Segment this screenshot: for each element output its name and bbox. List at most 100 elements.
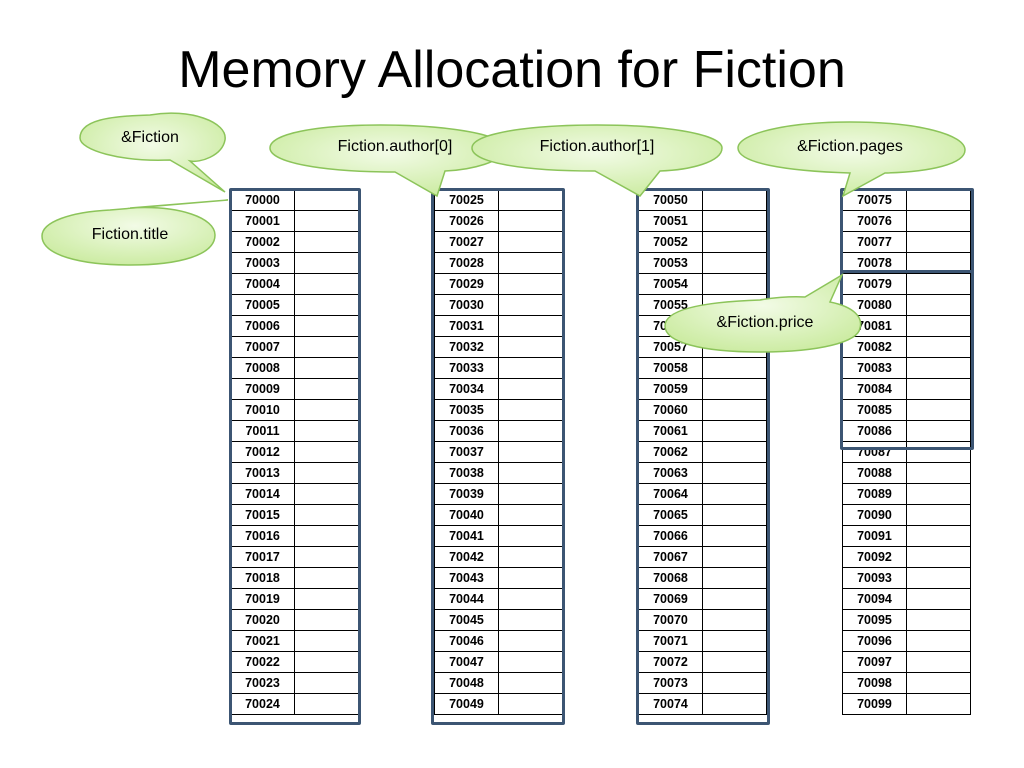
memory-row: 70008 bbox=[230, 357, 359, 379]
memory-row: 70029 bbox=[434, 273, 563, 295]
memory-address: 70044 bbox=[434, 588, 499, 610]
memory-row: 70061 bbox=[638, 420, 767, 442]
memory-row: 70026 bbox=[434, 210, 563, 232]
memory-address: 70028 bbox=[434, 252, 499, 274]
memory-address: 70030 bbox=[434, 294, 499, 316]
memory-row: 70048 bbox=[434, 672, 563, 694]
memory-address: 70077 bbox=[842, 231, 907, 253]
memory-address: 70027 bbox=[434, 231, 499, 253]
memory-row: 70001 bbox=[230, 210, 359, 232]
memory-address: 70038 bbox=[434, 462, 499, 484]
memory-row: 70053 bbox=[638, 252, 767, 274]
memory-row: 70095 bbox=[842, 609, 971, 631]
memory-address: 70091 bbox=[842, 525, 907, 547]
memory-row: 70043 bbox=[434, 567, 563, 589]
callout-pages bbox=[737, 121, 966, 198]
callout-fiction bbox=[79, 112, 226, 193]
memory-address: 70084 bbox=[842, 378, 907, 400]
memory-address: 70002 bbox=[230, 231, 295, 253]
memory-row: 70088 bbox=[842, 462, 971, 484]
memory-row: 70028 bbox=[434, 252, 563, 274]
memory-address: 70074 bbox=[638, 693, 703, 715]
memory-address: 70031 bbox=[434, 315, 499, 337]
memory-row: 70052 bbox=[638, 231, 767, 253]
memory-address: 70012 bbox=[230, 441, 295, 463]
memory-row: 70049 bbox=[434, 693, 563, 715]
memory-address: 70010 bbox=[230, 399, 295, 421]
memory-row: 70099 bbox=[842, 693, 971, 715]
memory-row: 70039 bbox=[434, 483, 563, 505]
memory-row: 70071 bbox=[638, 630, 767, 652]
memory-row: 70077 bbox=[842, 231, 971, 253]
memory-row: 70082 bbox=[842, 336, 971, 358]
memory-address: 70064 bbox=[638, 483, 703, 505]
callout-author1 bbox=[471, 124, 723, 197]
memory-address: 70060 bbox=[638, 399, 703, 421]
memory-row: 70006 bbox=[230, 315, 359, 337]
memory-value-cell bbox=[906, 693, 971, 715]
memory-address: 70088 bbox=[842, 462, 907, 484]
memory-row: 70000 bbox=[230, 189, 359, 211]
memory-row: 70011 bbox=[230, 420, 359, 442]
memory-address: 70061 bbox=[638, 420, 703, 442]
memory-row: 70045 bbox=[434, 609, 563, 631]
memory-row: 70007 bbox=[230, 336, 359, 358]
memory-row: 70010 bbox=[230, 399, 359, 421]
memory-row: 70084 bbox=[842, 378, 971, 400]
memory-row: 70021 bbox=[230, 630, 359, 652]
memory-address: 70007 bbox=[230, 336, 295, 358]
callout-fiction-label: &Fiction bbox=[121, 129, 179, 146]
memory-row: 70033 bbox=[434, 357, 563, 379]
callout-author0-label: Fiction.author[0] bbox=[337, 138, 453, 155]
memory-row: 70085 bbox=[842, 399, 971, 421]
memory-row: 70086 bbox=[842, 420, 971, 442]
memory-address: 70026 bbox=[434, 210, 499, 232]
memory-row: 70002 bbox=[230, 231, 359, 253]
callout-price-label: &Fiction.price bbox=[716, 314, 814, 331]
memory-row: 70094 bbox=[842, 588, 971, 610]
memory-row: 70051 bbox=[638, 210, 767, 232]
memory-address: 70066 bbox=[638, 525, 703, 547]
callout-author1-label: Fiction.author[1] bbox=[539, 138, 655, 155]
memory-address: 70020 bbox=[230, 609, 295, 631]
memory-address: 70033 bbox=[434, 357, 499, 379]
memory-value-cell bbox=[702, 693, 767, 715]
callout-pages-label: &Fiction.pages bbox=[797, 138, 903, 155]
memory-address: 70032 bbox=[434, 336, 499, 358]
memory-address: 70093 bbox=[842, 567, 907, 589]
memory-row: 70073 bbox=[638, 672, 767, 694]
memory-address: 70058 bbox=[638, 357, 703, 379]
memory-address: 70005 bbox=[230, 294, 295, 316]
memory-row: 70030 bbox=[434, 294, 563, 316]
memory-row: 70047 bbox=[434, 651, 563, 673]
memory-address: 70099 bbox=[842, 693, 907, 715]
memory-row: 70096 bbox=[842, 630, 971, 652]
memory-row: 70093 bbox=[842, 567, 971, 589]
memory-address: 70071 bbox=[638, 630, 703, 652]
memory-row: 70067 bbox=[638, 546, 767, 568]
callout-author0 bbox=[269, 124, 506, 198]
memory-address: 70049 bbox=[434, 693, 499, 715]
memory-row: 70066 bbox=[638, 525, 767, 547]
memory-row: 70016 bbox=[230, 525, 359, 547]
memory-row: 70074 bbox=[638, 693, 767, 715]
callout-price bbox=[664, 273, 862, 353]
memory-row: 70009 bbox=[230, 378, 359, 400]
memory-address: 70098 bbox=[842, 672, 907, 694]
memory-row: 70068 bbox=[638, 567, 767, 589]
memory-address: 70089 bbox=[842, 483, 907, 505]
page-title: Memory Allocation for Fiction bbox=[178, 41, 846, 99]
callout-fiction-title bbox=[41, 199, 229, 266]
memory-address: 70004 bbox=[230, 273, 295, 295]
memory-row: 70069 bbox=[638, 588, 767, 610]
memory-address: 70065 bbox=[638, 504, 703, 526]
callout-fiction-title-label: Fiction.title bbox=[91, 226, 169, 243]
memory-row: 70003 bbox=[230, 252, 359, 274]
memory-address: 70090 bbox=[842, 504, 907, 526]
memory-row: 70060 bbox=[638, 399, 767, 421]
memory-row: 70072 bbox=[638, 651, 767, 673]
